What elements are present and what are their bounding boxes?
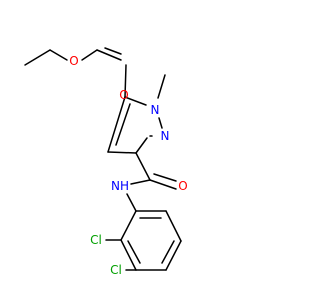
bond-c3-c4 — [107, 151, 137, 154]
chlorine-3-label: Cl — [110, 263, 122, 277]
bond-c3-amide-c — [135, 152, 151, 181]
chlorine-2-label: Cl — [90, 233, 102, 247]
bond-amide-c-o-a — [149, 179, 177, 190]
bond-ph-4 — [165, 240, 182, 271]
bond-amide-c-nh — [130, 179, 151, 185]
bond-nh-ring — [126, 193, 137, 212]
atom-labels: O O N N NH O Cl Cl — [69, 54, 187, 277]
bond-ph-4b — [161, 240, 175, 264]
bond-n2-c3 — [135, 137, 148, 154]
bonds — [24, 47, 182, 271]
bond-c4-c5-b — [115, 103, 131, 146]
bond-ph-2 — [120, 239, 137, 271]
bond-ester-c-carbonyl-o-a — [96, 49, 122, 61]
bond-ph-1 — [120, 210, 137, 241]
background — [0, 0, 300, 300]
molecule-structure: O O N N NH O Cl Cl — [0, 0, 300, 300]
ring-n1-label: N — [151, 103, 160, 117]
bond-c5-n1 — [124, 96, 147, 106]
ester-ether-oxygen-label: O — [69, 54, 78, 68]
bond-n1-n2 — [158, 117, 163, 129]
bond-ph-2b — [127, 240, 141, 264]
amide-oxygen-label: O — [178, 179, 187, 193]
bond-ester-c-ring — [124, 64, 127, 98]
bond-o-ester-c — [81, 49, 98, 61]
ring-n2-label: N — [161, 129, 170, 143]
ester-carbonyl-oxygen-label: O — [119, 88, 128, 102]
bond-ch2-o — [49, 49, 68, 61]
bond-amide-c-o-b — [153, 173, 177, 182]
amide-nh-label: NH — [111, 179, 129, 193]
bond-ch3-ch2 — [24, 49, 51, 66]
bond-ph-5 — [165, 210, 182, 242]
bond-ester-c-carbonyl-o-b — [104, 47, 122, 55]
bond-n1-methyl — [157, 74, 166, 99]
bond-c4-c5-a — [107, 96, 126, 153]
